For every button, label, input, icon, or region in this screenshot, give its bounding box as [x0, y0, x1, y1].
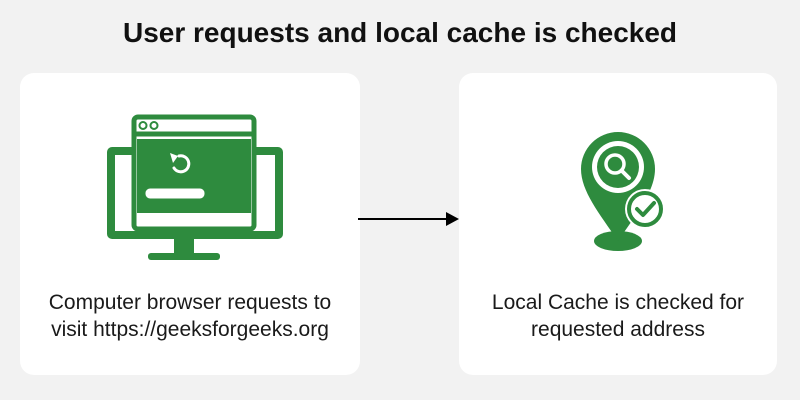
caption-line: Local Cache is checked for [491, 291, 745, 314]
diagram-title: User requests and local cache is checked [122, 17, 678, 48]
caption-line: visit https://geeksforgeeks.org [51, 318, 329, 341]
right-arrow-icon [358, 212, 459, 226]
location-pin-search-check-icon [581, 132, 665, 251]
caption-line: Computer browser requests to [48, 291, 332, 314]
caption-line: requested address [531, 318, 705, 341]
step-card-cache-check: Local Cache is checked for requested add… [459, 73, 777, 375]
cache-check-caption: Local Cache is checked for requested add… [459, 289, 777, 343]
computer-browser-refresh-icon [107, 114, 283, 260]
browser-request-caption: Computer browser requests to visit https… [20, 289, 360, 343]
step-card-browser-request: Computer browser requests to visit https… [20, 73, 360, 375]
